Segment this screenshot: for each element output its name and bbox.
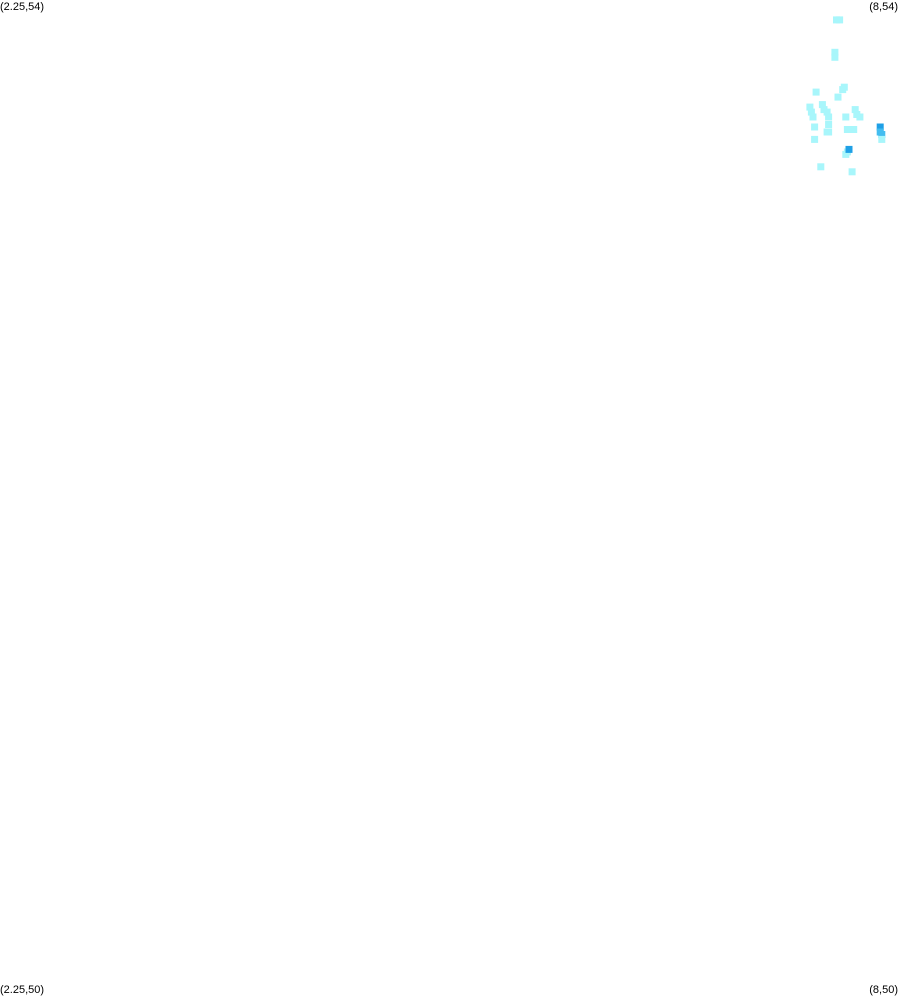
top-right-corner-label: (8,54) [869,1,898,13]
density-marker [806,103,814,111]
density-marker [818,101,826,109]
density-marker [817,163,825,171]
density-marker [845,145,853,153]
density-marker [878,135,886,143]
bottom-left-corner-label: (2.25,50) [0,984,45,996]
density-marker [831,48,839,56]
density-marker [825,121,833,128]
density-marker [851,106,859,114]
density-marker [825,128,833,136]
density-marker [809,113,817,121]
density-marker [807,108,815,116]
density-marker [823,108,831,116]
density-marker [836,16,844,24]
top-left-corner-label: (2.25,54) [0,1,45,13]
density-marker [811,123,819,131]
density-marker [850,126,858,133]
density-marker [878,131,886,138]
density-marker [831,53,839,61]
density-marker [856,113,864,121]
bottom-right-corner-label: (8,50) [869,984,898,996]
density-marker [876,123,884,131]
density-marker [848,168,856,176]
density-marker [840,83,848,91]
density-marker [843,126,851,133]
density-marker [811,135,819,143]
density-marker [812,88,820,96]
density-marker [842,113,850,121]
density-marker [834,93,842,101]
density-marker [825,113,833,121]
